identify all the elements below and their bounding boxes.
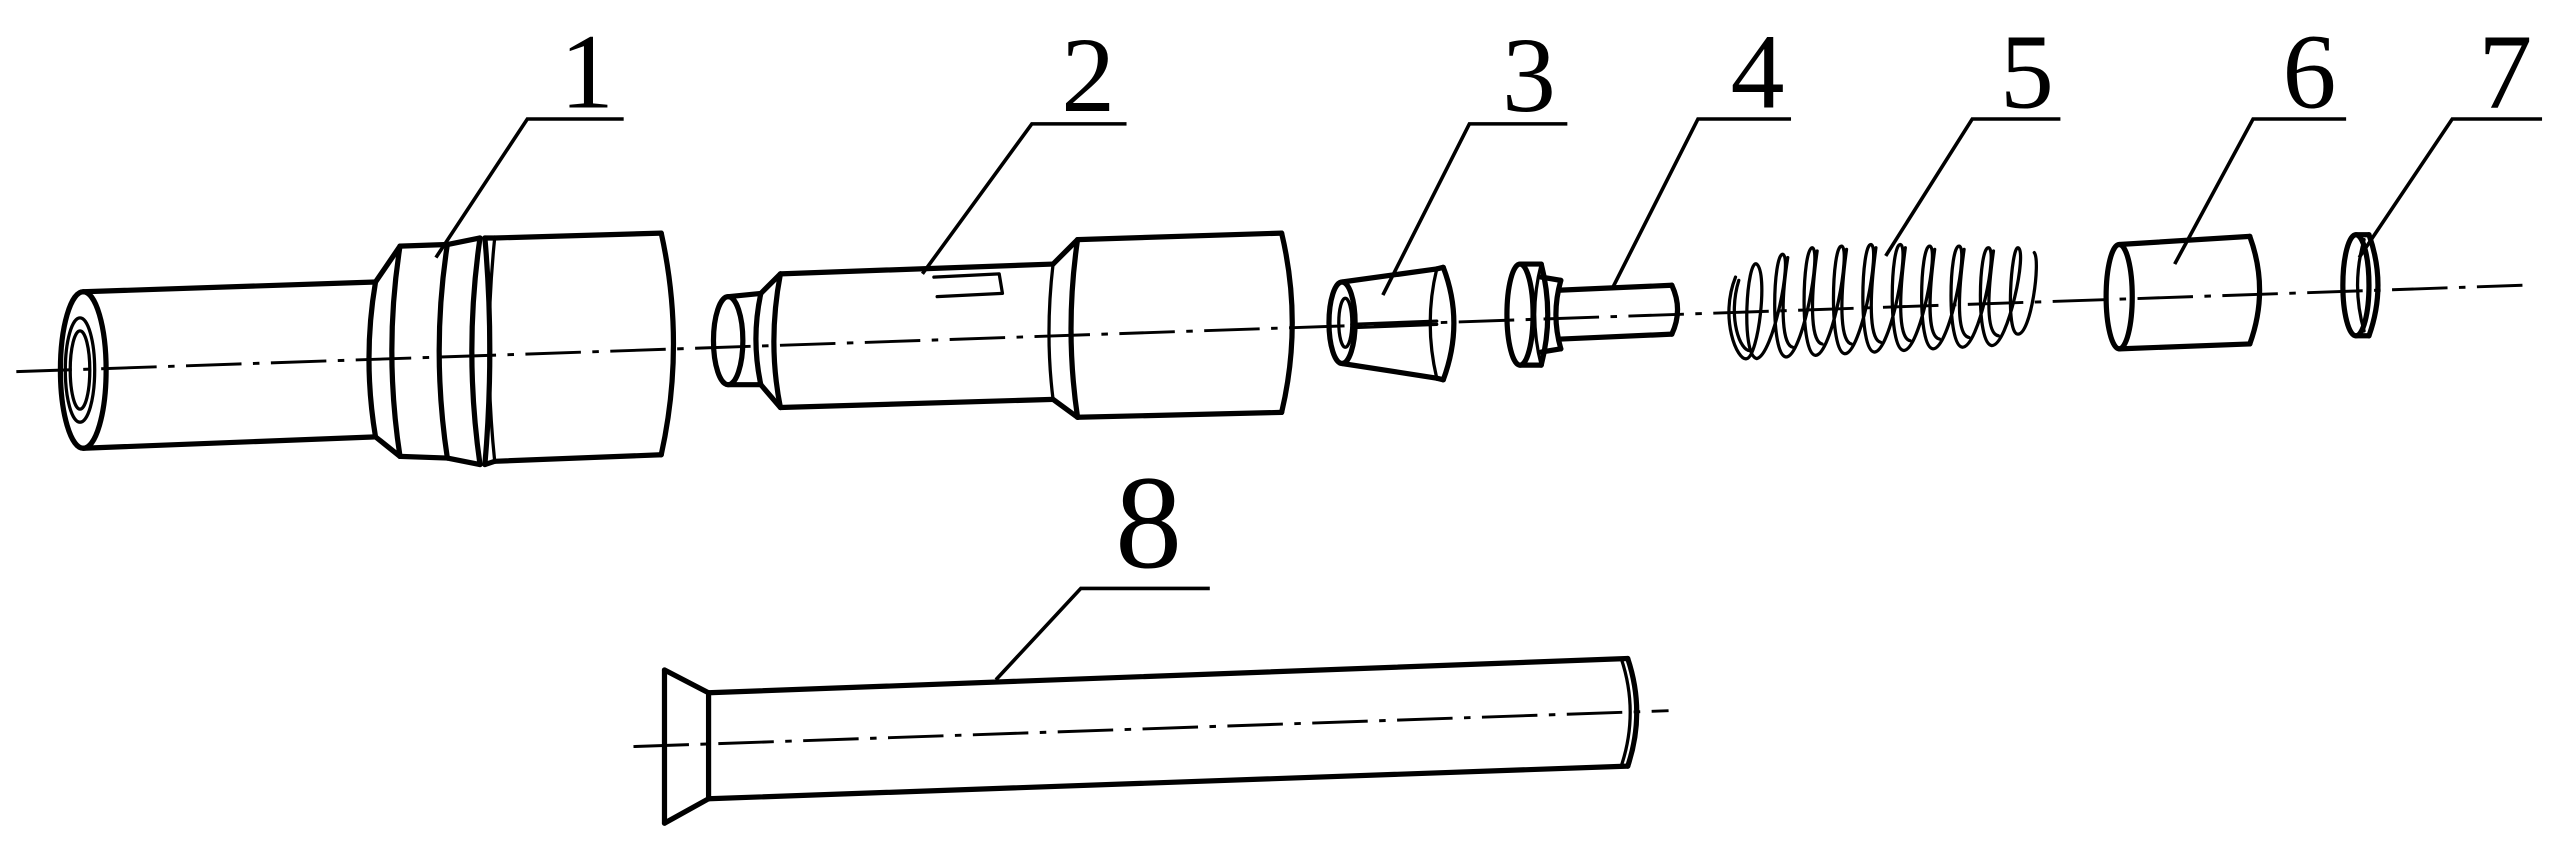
leader-4 [1611, 117, 1792, 288]
leader-7 [2357, 117, 2543, 259]
leader-1 [434, 117, 624, 259]
callout-7: 7 [2478, 13, 2532, 132]
lower-centerline [633, 709, 1669, 749]
leader-lines [434, 117, 2543, 681]
part-6-plain-sleeve [2103, 233, 2263, 352]
part-1-stepped-bushing [57, 230, 677, 468]
part-3-tapered-collet [1326, 264, 1457, 383]
leader-6 [2173, 117, 2347, 265]
callout-2: 2 [1061, 16, 1115, 135]
callout-6: 6 [2282, 13, 2336, 132]
leader-3 [1381, 122, 1568, 296]
callout-1: 1 [560, 13, 614, 132]
callout-8: 8 [1115, 448, 1182, 596]
part-5-coil-spring [1727, 242, 2038, 361]
leader-2 [920, 122, 1127, 275]
callout-5: 5 [2000, 13, 2054, 132]
part-8-countersunk-rod [661, 655, 1640, 826]
callout-3: 3 [1502, 16, 1556, 135]
part-4-flanged-pin [1504, 261, 1681, 368]
leader-5 [1884, 117, 2061, 257]
callout-labels: 1 2 3 4 5 6 7 8 [560, 13, 2532, 597]
part-2-slotted-sleeve [710, 230, 1295, 420]
part-7-ring [2340, 232, 2381, 339]
callout-4: 4 [1731, 13, 1785, 132]
leader-8 [994, 586, 1210, 681]
